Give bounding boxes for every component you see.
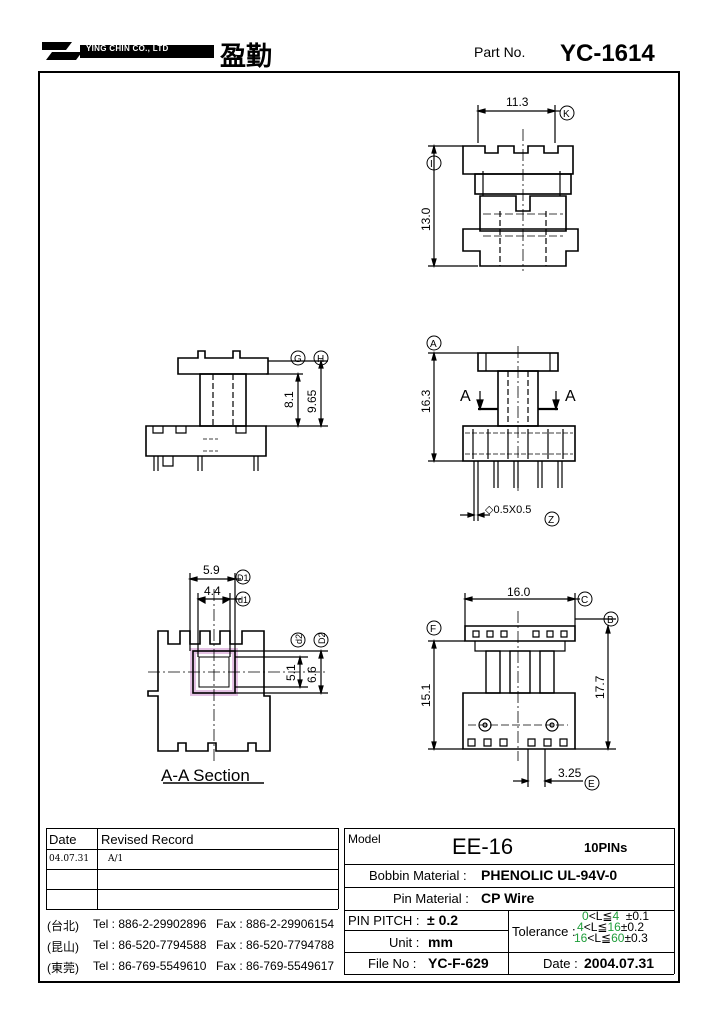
tolerance-label: Tolerance : — [512, 924, 576, 939]
col-date: Date — [49, 832, 77, 847]
file-number: YC-F-629 — [428, 955, 489, 971]
bobbin-material-label: Bobbin Material : — [369, 868, 467, 883]
ref-D1: D1 — [237, 573, 249, 583]
brand-chinese: 盈勤 — [220, 42, 273, 72]
ref-e: E — [588, 779, 595, 790]
pin-material: CP Wire — [481, 890, 535, 906]
tolerance-range-op: <L≦ — [588, 909, 613, 923]
tolerance-range-high: 60 — [611, 931, 625, 945]
part-number-label: Part No. — [474, 44, 526, 60]
tolerance-range-high: 4 — [612, 909, 620, 923]
tolerance-row-2: 4<L≦16±0.2 — [577, 921, 644, 933]
contact-location: (東莞) — [47, 961, 79, 975]
revision-date: 04.07.31 — [49, 854, 90, 864]
tolerance-range-high: 16 — [607, 920, 621, 934]
pin-pitch-dim: 3.25 — [558, 766, 582, 780]
ref-b: B — [607, 615, 614, 626]
tolerance-range-op: <L≦ — [587, 931, 612, 945]
section-dim-2: 4.4 — [204, 584, 221, 598]
ref-a: A — [430, 339, 437, 350]
side-dim-2: 9.65 — [305, 389, 319, 413]
bottom-view — [426, 591, 619, 791]
model-value: EE-16 — [452, 834, 514, 859]
front-view — [426, 335, 576, 527]
section-dim-4: 6.6 — [305, 666, 319, 683]
top-width-dim: 11.3 — [506, 95, 529, 109]
tolerance-value: ±0.3 — [624, 931, 648, 945]
unit-label: Unit : — [389, 935, 420, 950]
bottom-height-1: 15.1 — [419, 683, 433, 707]
technical-drawing: 11.3 K I 13.0 8.1 9.65 G H — [145, 95, 619, 791]
front-height-dim: 16.3 — [419, 389, 433, 413]
contact-tel: Tel : 86-520-7794588 — [93, 938, 207, 952]
contact-fax: Fax : 886-2-29906154 — [216, 917, 335, 931]
ref-f: F — [430, 624, 436, 635]
section-marker-right: A — [565, 388, 576, 405]
ref-i: I — [430, 159, 433, 170]
section-marker-left: A — [460, 388, 471, 405]
side-dim-1: 8.1 — [282, 391, 296, 408]
pin-material-label: Pin Material : — [393, 891, 469, 906]
side-view — [145, 350, 329, 471]
file-number-label: File No : — [368, 956, 417, 971]
ref-k: K — [563, 109, 570, 120]
tolerance-range-low: 0 — [582, 909, 589, 923]
contact-location: (昆山) — [47, 940, 79, 954]
top-height-dim: 13.0 — [419, 207, 433, 231]
tolerance-range-low: 16 — [574, 931, 588, 945]
ref-z: Z — [548, 515, 554, 526]
tolerance-value: ±0.1 — [625, 909, 650, 923]
bottom-width-dim: 16.0 — [507, 585, 531, 599]
tolerance-row-1: 0<L≦4 ±0.1 — [582, 910, 649, 922]
contact-fax: Fax : 86-769-5549617 — [216, 959, 335, 973]
date-value: 2004.07.31 — [584, 955, 655, 971]
company-logo — [42, 42, 214, 60]
part-number: YC-1614 — [560, 40, 655, 67]
model-label: Model — [348, 832, 381, 846]
tolerance-value: ±0.2 — [620, 920, 645, 934]
section-title: A-A Section — [161, 766, 250, 785]
col-revised-record: Revised Record — [101, 832, 194, 847]
pin-count: 10PINs — [584, 840, 628, 855]
section-dim-1: 5.9 — [203, 563, 220, 577]
date-label: Date : — [543, 956, 578, 971]
bottom-height-2: 17.7 — [593, 675, 607, 699]
top-view — [426, 105, 579, 271]
ref-c: C — [581, 595, 588, 606]
ref-h: H — [317, 354, 324, 365]
revision-code: A/1 — [108, 854, 124, 864]
contact-tel: Tel : 86-769-5549610 — [93, 959, 207, 973]
section-dim-3: 5.1 — [284, 664, 298, 681]
unit-value: mm — [428, 934, 453, 950]
ref-g: G — [294, 354, 302, 365]
contact-location: (台北) — [47, 919, 79, 933]
pin-size-dim: ◇0.5X0.5 — [485, 504, 531, 516]
pin-pitch-label: PIN PITCH : — [348, 913, 420, 928]
company-name: YING CHIN CO., LTD — [86, 44, 169, 53]
ref-d2: d2 — [294, 634, 304, 644]
ref-d1: d1 — [238, 595, 248, 605]
ref-D2: D2 — [317, 632, 327, 644]
tolerance-range-low: 4 — [577, 920, 584, 934]
drawing-frame — [38, 71, 680, 983]
tolerance-range-op: <L≦ — [583, 920, 608, 934]
section-view — [147, 569, 329, 784]
contact-fax: Fax : 86-520-7794788 — [216, 938, 335, 952]
bobbin-material: PHENOLIC UL-94V-0 — [481, 867, 618, 883]
tolerance-row-3: 16<L≦60±0.3 — [574, 932, 648, 944]
pin-pitch: ± 0.2 — [427, 912, 459, 928]
contact-tel: Tel : 886-2-29902896 — [93, 917, 207, 931]
